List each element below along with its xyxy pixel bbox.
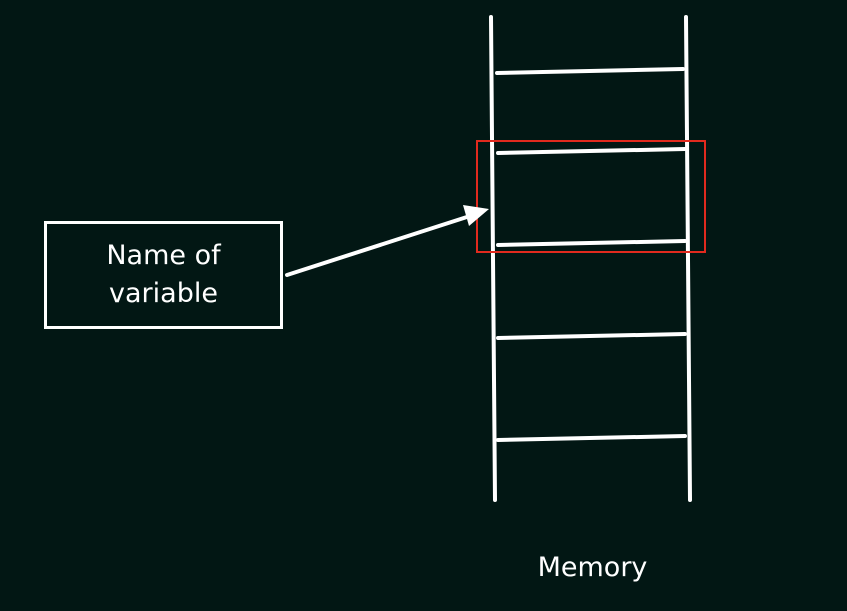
memory-divider [496, 434, 687, 442]
memory-divider [495, 67, 685, 75]
memory-right-rail [684, 15, 692, 502]
highlighted-memory-cell [476, 140, 706, 253]
memory-divider [496, 332, 687, 340]
memory-label: Memory [537, 552, 648, 583]
memory-divider [496, 147, 687, 155]
memory-divider [496, 239, 687, 247]
memory-left-rail [489, 15, 497, 502]
pointer-arrow-head [463, 205, 489, 226]
variable-name-box: Name of variable [44, 221, 283, 329]
pointer-arrow-shaft [285, 214, 472, 277]
variable-name-label: Name of variable [106, 240, 221, 309]
